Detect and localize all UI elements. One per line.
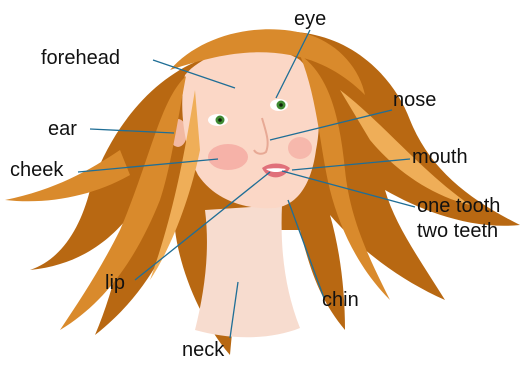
one-tooth-label: one tooth [417,195,500,217]
eye-right-pupil [279,103,283,107]
cheek-label: cheek [10,159,64,181]
eye-left-pupil [218,118,222,122]
cheek-blush-left [208,144,248,170]
two-teeth-label: two teeth [417,220,498,242]
lip-label: lip [105,272,125,294]
cheek-blush-right [288,137,312,159]
ear-label: ear [48,118,77,140]
chin-label: chin [322,289,359,311]
nose-label: nose [393,89,436,111]
mouth-label: mouth [412,146,468,168]
forehead-label: forehead [41,47,120,69]
neck-label: neck [182,339,225,361]
eye-label: eye [294,8,326,30]
